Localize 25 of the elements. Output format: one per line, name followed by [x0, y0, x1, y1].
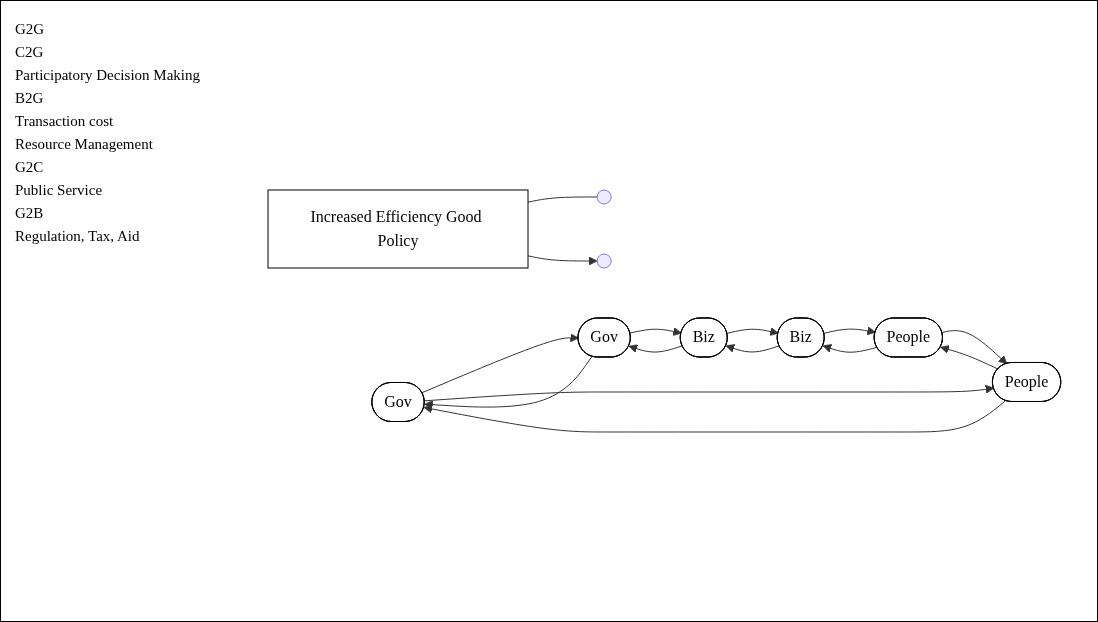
node-box: Increased Efficiency Good Policy — [267, 189, 529, 269]
note-text: G2G — [15, 21, 46, 38]
note-text: Regulation, Tax, Aid — [15, 228, 141, 245]
note-text: G2B — [15, 205, 45, 222]
arrow — [822, 344, 878, 353]
arrow — [941, 330, 1007, 365]
arrow — [939, 345, 999, 370]
connector — [527, 196, 598, 203]
note-text: Transaction cost — [15, 113, 115, 130]
arrow — [823, 326, 876, 336]
note-text: Resource Management — [15, 136, 154, 153]
arrow — [423, 356, 593, 410]
arrow — [423, 400, 1006, 433]
note-text: G2C — [15, 159, 45, 176]
arrow — [725, 344, 780, 353]
note-text: Public Service — [15, 182, 104, 199]
arrow — [726, 327, 779, 336]
arrow — [527, 255, 598, 266]
note-text: C2G — [15, 44, 45, 61]
note-text: B2G — [15, 90, 45, 107]
note-text: Participatory Decision Making — [15, 67, 201, 84]
arrow — [629, 327, 682, 336]
arrow — [628, 344, 683, 353]
arrow — [421, 333, 579, 394]
arrow — [423, 384, 994, 402]
